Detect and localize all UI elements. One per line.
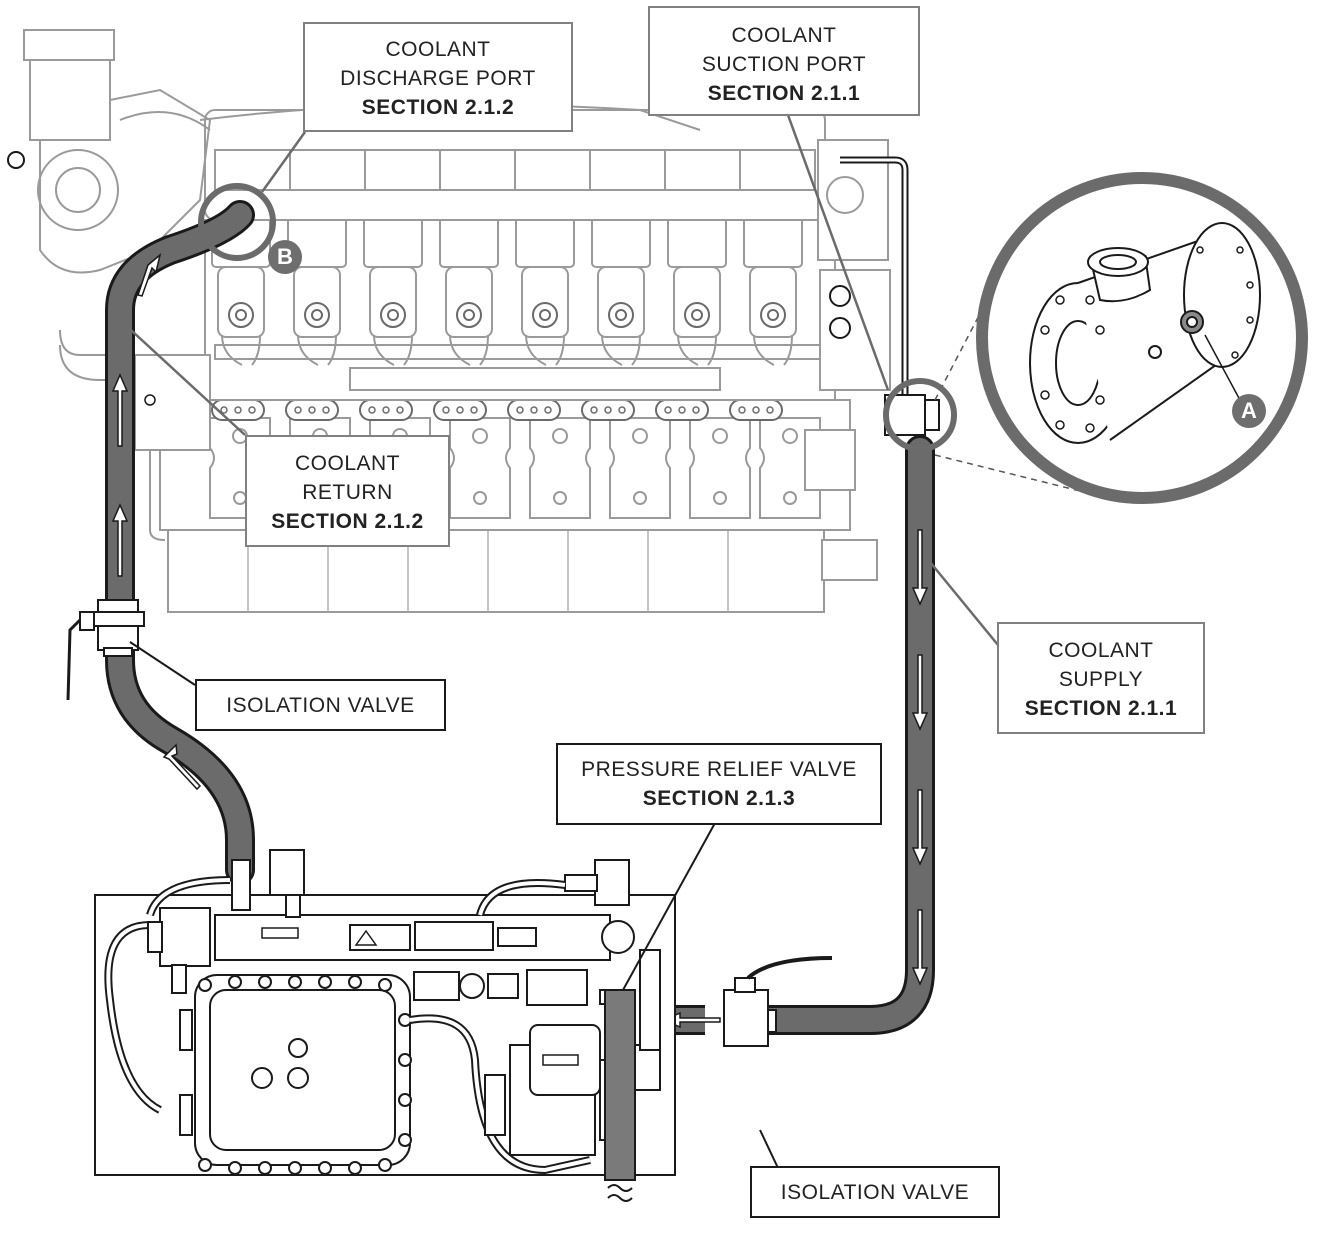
callout-coolant-return: COOLANT RETURN SECTION 2.1.2 [245, 435, 450, 547]
callout-suction-port: COOLANT SUCTION PORT SECTION 2.1.1 [648, 6, 920, 116]
callout-section: SECTION 2.1.1 [1024, 697, 1178, 720]
engine-drawing [7, 29, 940, 613]
coolant-supply-hose [662, 435, 935, 1035]
callout-isolation-valve-left: ISOLATION VALVE [195, 679, 446, 731]
callout-line: COOLANT [1048, 639, 1154, 662]
callout-section: SECTION 2.1.2 [361, 96, 515, 119]
callout-line: SUPPLY [1058, 668, 1144, 691]
leader-lines-dark [129, 641, 779, 1169]
leader-lines [119, 114, 999, 646]
callout-line: SUCTION PORT [701, 53, 867, 76]
callout-pressure-relief-valve: PRESSURE RELIEF VALVE SECTION 2.1.3 [556, 743, 882, 825]
callout-line: PRESSURE RELIEF VALVE [581, 758, 857, 781]
marker-b: B [268, 240, 302, 274]
callout-section: SECTION 2.1.1 [707, 82, 861, 105]
callout-line: RETURN [302, 481, 393, 504]
callout-section: SECTION 2.1.2 [271, 510, 424, 533]
callout-isolation-valve-right: ISOLATION VALVE [750, 1166, 1000, 1218]
callout-line: ISOLATION VALVE [226, 694, 415, 717]
callout-line: COOLANT [294, 452, 400, 475]
pump-skid-drawing [94, 849, 676, 1202]
callout-line: COOLANT [385, 38, 491, 61]
callout-coolant-supply: COOLANT SUPPLY SECTION 2.1.1 [997, 622, 1205, 734]
callout-line: COOLANT [731, 24, 837, 47]
callout-discharge-port: COOLANT DISCHARGE PORT SECTION 2.1.2 [303, 22, 573, 132]
callout-section: SECTION 2.1.3 [642, 787, 796, 810]
coolant-return-hose [105, 200, 255, 885]
isolation-valve-left-drawing [66, 599, 145, 701]
suction-port-detail [934, 172, 1308, 504]
callout-line: ISOLATION VALVE [780, 1181, 970, 1204]
callout-line: DISCHARGE PORT [340, 67, 536, 90]
marker-a: A [1232, 394, 1266, 428]
isolation-valve-right-drawing [723, 956, 833, 1047]
